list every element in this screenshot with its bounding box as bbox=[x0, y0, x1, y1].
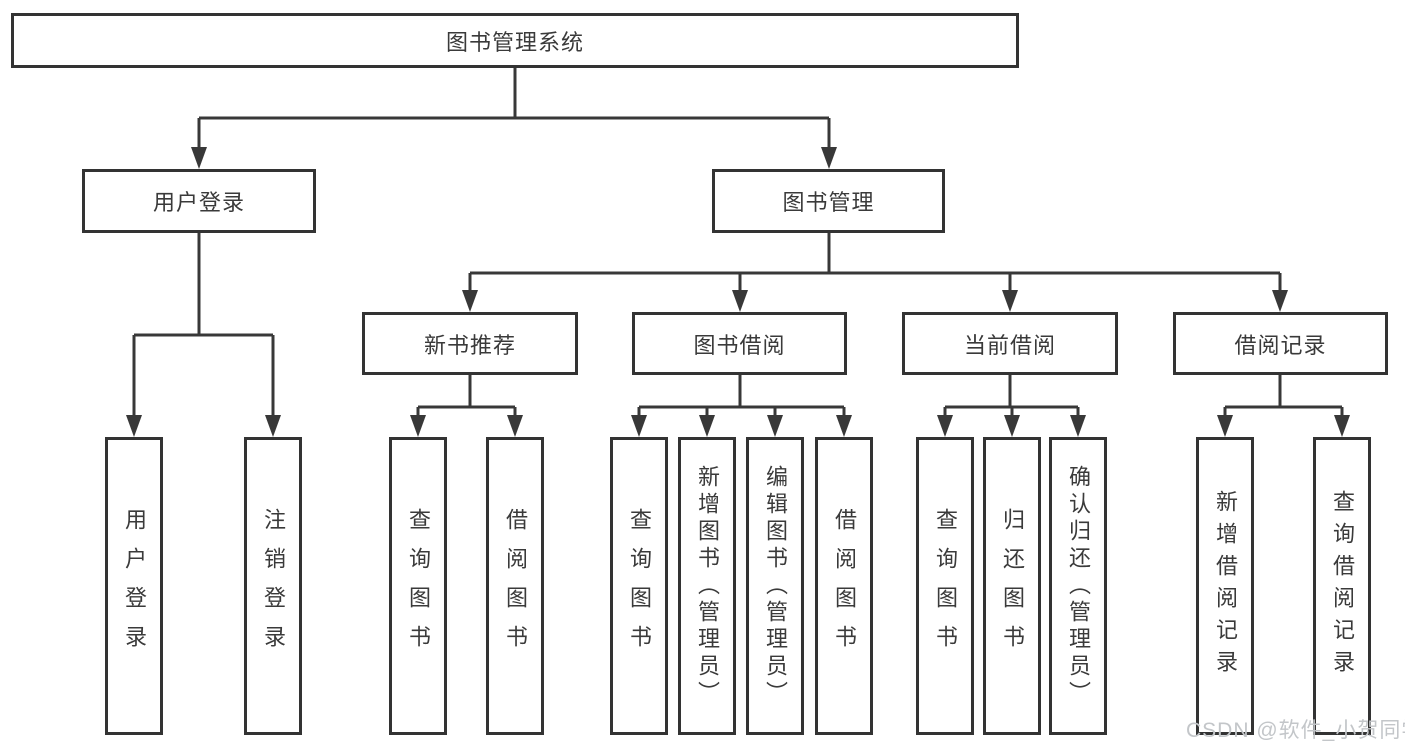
node-root-label: 图书管理系统 bbox=[445, 29, 584, 55]
node-new-book-recommend: 新书推荐 bbox=[362, 312, 578, 375]
node-root: 图书管理系统 bbox=[11, 13, 1019, 68]
node-current-borrow-label: 当前借阅 bbox=[963, 332, 1056, 358]
node-book-borrow: 图书借阅 bbox=[632, 312, 847, 375]
node-book-borrow-label: 图书借阅 bbox=[693, 332, 786, 358]
node-user-login-label: 用户登录 bbox=[152, 190, 245, 215]
leaf-current-confirm-return-admin: 确认归还（管理员） bbox=[1049, 437, 1107, 735]
leaf-logout: 注销登录 bbox=[244, 437, 302, 735]
node-current-borrow: 当前借阅 bbox=[902, 312, 1118, 375]
leaf-borrow-query-books: 查询图书 bbox=[610, 437, 668, 735]
leaf-current-query-books-label: 查询图书 bbox=[933, 508, 958, 664]
leaf-records-add-record: 新增借阅记录 bbox=[1196, 437, 1254, 735]
leaf-current-query-books: 查询图书 bbox=[916, 437, 974, 735]
node-book-management: 图书管理 bbox=[712, 169, 945, 233]
leaf-borrow-edit-books-admin: 编辑图书（管理员） bbox=[746, 437, 804, 735]
leaf-newbook-query-books-label: 查询图书 bbox=[406, 508, 431, 664]
leaf-records-query-record: 查询借阅记录 bbox=[1313, 437, 1371, 735]
leaf-borrow-edit-books-admin-label: 编辑图书（管理员） bbox=[763, 464, 788, 708]
node-new-book-recommend-label: 新书推荐 bbox=[423, 332, 516, 358]
leaf-records-query-record-label: 查询借阅记录 bbox=[1330, 490, 1355, 682]
csdn-watermark: CSDN @软件_小贺同学 bbox=[1186, 719, 1405, 742]
leaf-borrow-add-books-admin: 新增图书（管理员） bbox=[678, 437, 736, 735]
leaf-borrow-add-books-admin-label: 新增图书（管理员） bbox=[695, 464, 720, 708]
leaf-records-add-record-label: 新增借阅记录 bbox=[1213, 490, 1238, 682]
leaf-user-login-label: 用户登录 bbox=[122, 508, 147, 664]
node-book-management-label: 图书管理 bbox=[782, 190, 875, 215]
node-borrow-records-label: 借阅记录 bbox=[1234, 332, 1327, 358]
leaf-borrow-borrow-books: 借阅图书 bbox=[815, 437, 873, 735]
leaf-borrow-borrow-books-label: 借阅图书 bbox=[832, 508, 857, 664]
leaf-current-return-books: 归还图书 bbox=[983, 437, 1041, 735]
leaf-current-confirm-return-admin-label: 确认归还（管理员） bbox=[1066, 464, 1091, 708]
leaf-current-return-books-label: 归还图书 bbox=[1000, 508, 1025, 664]
arrowheads bbox=[126, 147, 1350, 437]
leaf-newbook-borrow-books: 借阅图书 bbox=[486, 437, 544, 735]
leaf-logout-label: 注销登录 bbox=[261, 508, 286, 664]
leaf-user-login: 用户登录 bbox=[105, 437, 163, 735]
leaf-newbook-borrow-books-label: 借阅图书 bbox=[503, 508, 528, 664]
leaf-newbook-query-books: 查询图书 bbox=[389, 437, 447, 735]
node-user-login: 用户登录 bbox=[82, 169, 316, 233]
node-borrow-records: 借阅记录 bbox=[1173, 312, 1388, 375]
leaf-borrow-query-books-label: 查询图书 bbox=[627, 508, 652, 664]
